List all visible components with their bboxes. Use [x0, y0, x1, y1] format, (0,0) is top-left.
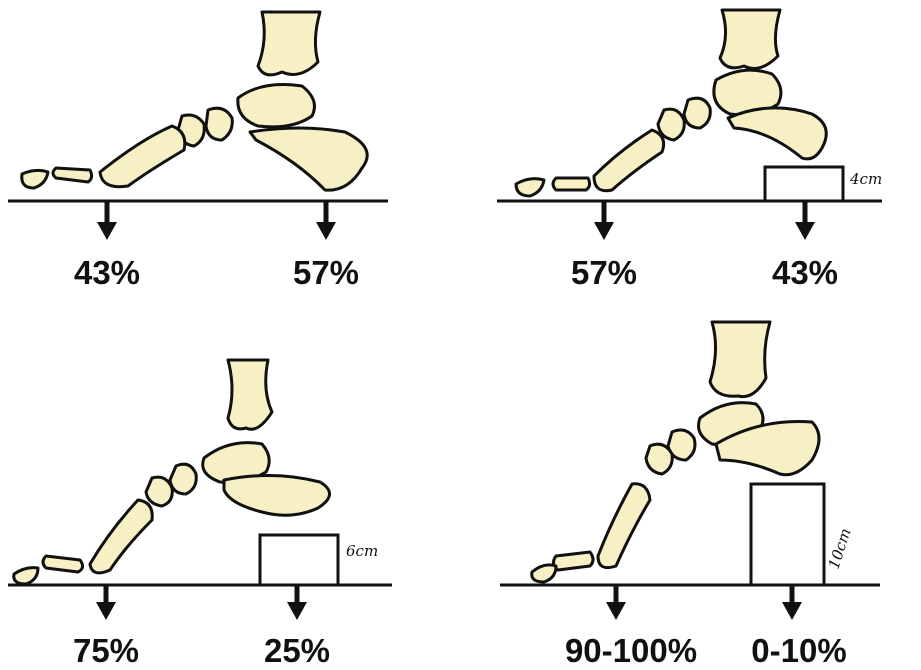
- panel-flat: 43% 57%: [8, 12, 388, 291]
- heel-load-label: 57%: [293, 254, 359, 291]
- forefoot-load-label: 43%: [74, 254, 140, 291]
- panel-6cm: 6cm 75% 25%: [8, 360, 392, 669]
- panel-10cm: 10cm 90-100% 0-10%: [500, 322, 880, 669]
- forefoot-arrow: [96, 585, 116, 620]
- forefoot-load-label: 90-100%: [565, 632, 697, 669]
- forefoot-load-label: 75%: [73, 632, 139, 669]
- heel-height-label: 6cm: [346, 542, 378, 560]
- heel-arrow: [287, 585, 307, 620]
- heel-arrow: [782, 585, 802, 620]
- heel-block: [260, 535, 338, 585]
- foot-skeleton: [22, 12, 367, 190]
- heel-load-label: 0-10%: [751, 632, 846, 669]
- heel-block: [751, 484, 824, 585]
- heel-load-label: 43%: [772, 254, 838, 291]
- forefoot-load-label: 57%: [571, 254, 637, 291]
- heel-height-label: 10cm: [825, 526, 855, 571]
- panel-4cm: 4cm 57% 43%: [497, 10, 882, 291]
- heel-arrow: [795, 201, 815, 240]
- heel-load-label: 25%: [264, 632, 330, 669]
- heel-height-label: 4cm: [849, 170, 882, 188]
- heel-block: [765, 167, 843, 201]
- forefoot-arrow: [594, 201, 614, 240]
- forefoot-arrow: [97, 201, 117, 240]
- heel-arrow: [316, 201, 336, 240]
- forefoot-arrow: [606, 585, 626, 620]
